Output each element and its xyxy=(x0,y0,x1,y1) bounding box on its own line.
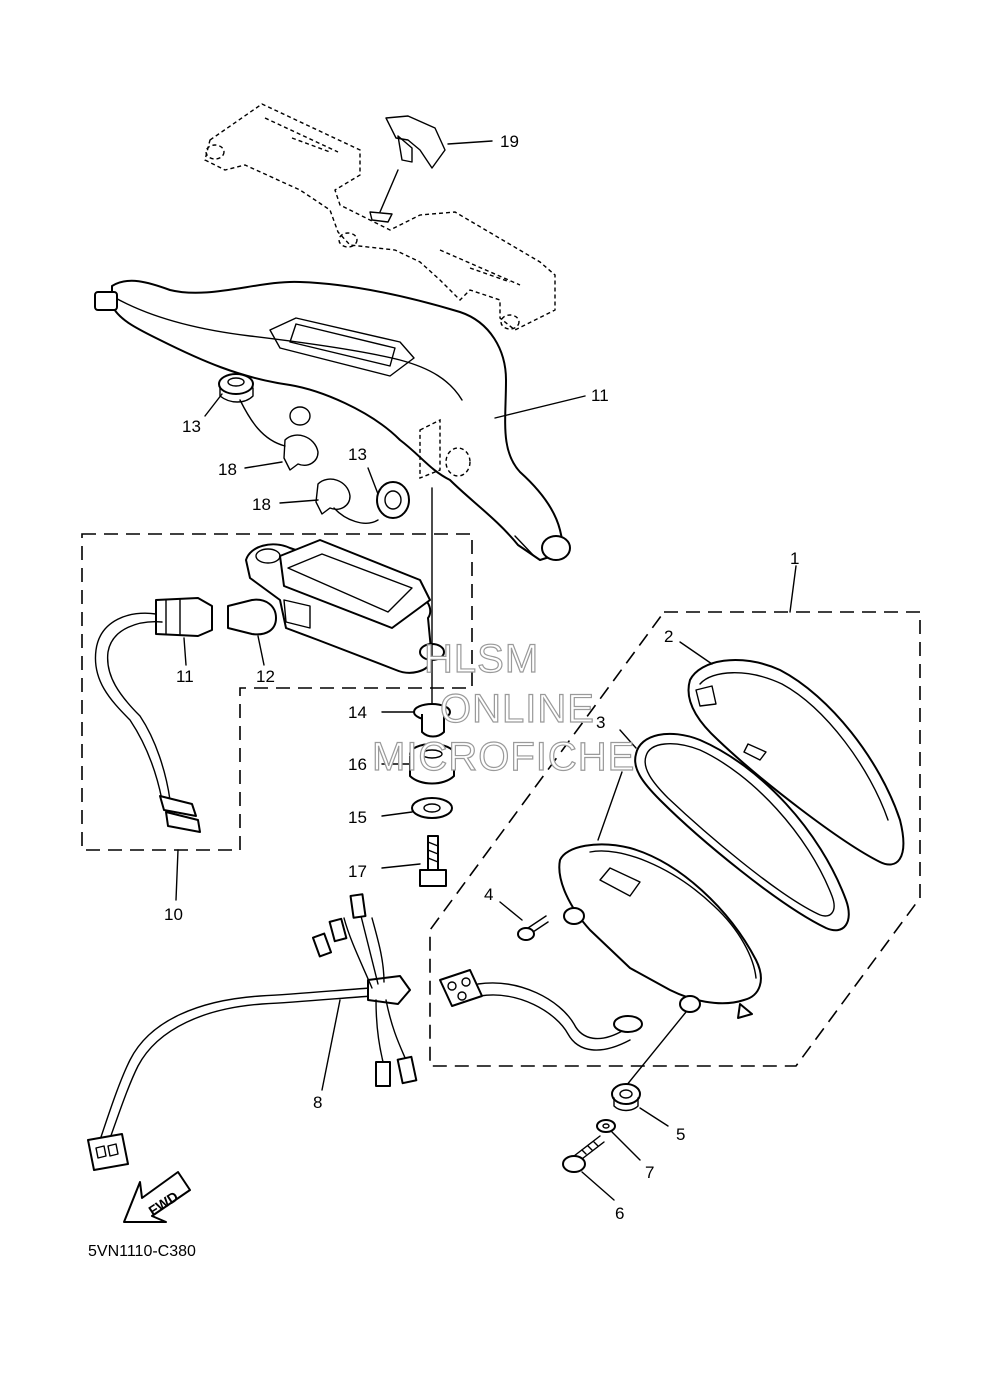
callout-2: 2 xyxy=(664,627,673,646)
callout-18-a: 18 xyxy=(218,460,237,479)
collar-part xyxy=(413,703,451,738)
socket-cable-part xyxy=(439,969,643,1051)
watermark: HLSM ONLINE MICROFICHE xyxy=(371,636,635,779)
wire-harness-part xyxy=(87,893,418,1171)
clamp-part xyxy=(239,399,379,524)
callout-6: 6 xyxy=(615,1204,624,1223)
callout-19: 19 xyxy=(500,132,519,151)
grommet-part xyxy=(611,1083,641,1112)
callout-1: 1 xyxy=(790,549,799,568)
callout-17: 16 xyxy=(348,755,367,774)
bracket-part xyxy=(204,103,556,331)
rubber-grommet-part xyxy=(409,743,455,785)
callout-14: 17 xyxy=(348,862,367,881)
bulb-part xyxy=(227,598,277,636)
washer-part xyxy=(596,1119,616,1133)
fwd-arrow-icon: FWD xyxy=(123,1171,191,1223)
callout-11: 11 xyxy=(176,667,194,686)
clip-part xyxy=(369,115,446,223)
assembly-1-boundary xyxy=(429,611,921,1067)
callout-12: 12 xyxy=(256,667,275,686)
fender-body-part xyxy=(94,279,571,561)
callout-10: 10 xyxy=(164,905,183,924)
connector-pins xyxy=(159,795,201,833)
callout-13-a: 13 xyxy=(182,417,201,436)
license-light-part xyxy=(245,539,445,674)
tail-light-housing-part xyxy=(558,843,762,1019)
washer-part xyxy=(411,797,453,819)
tapping-screw-part xyxy=(562,1135,605,1173)
grommet-part xyxy=(376,481,410,519)
callout-18-b: 18 xyxy=(252,495,271,514)
watermark-line-2: ONLINE xyxy=(440,687,595,731)
callout-15: 14 xyxy=(348,703,367,722)
socket-part xyxy=(155,597,213,637)
watermark-line-1: HLSM xyxy=(424,637,539,681)
callout-5: 5 xyxy=(676,1125,685,1144)
callout-8: 8 xyxy=(313,1093,322,1112)
callout-9: 11 xyxy=(591,386,609,405)
lens-part xyxy=(687,659,905,866)
watermark-line-3: MICROFICHE xyxy=(372,735,635,779)
assembly-10-boundary xyxy=(81,533,473,851)
callout-13-b: 13 xyxy=(348,445,367,464)
callout-16: 15 xyxy=(348,808,367,827)
bolt-part xyxy=(419,835,447,887)
callout-4: 4 xyxy=(484,885,493,904)
callout-3: 3 xyxy=(596,713,605,732)
screw-part xyxy=(517,915,549,941)
gasket-part xyxy=(634,732,850,932)
diagram-code: 5VN1110-C380 xyxy=(88,1243,196,1260)
grommet-part xyxy=(218,373,254,403)
callout-7: 7 xyxy=(645,1163,654,1182)
